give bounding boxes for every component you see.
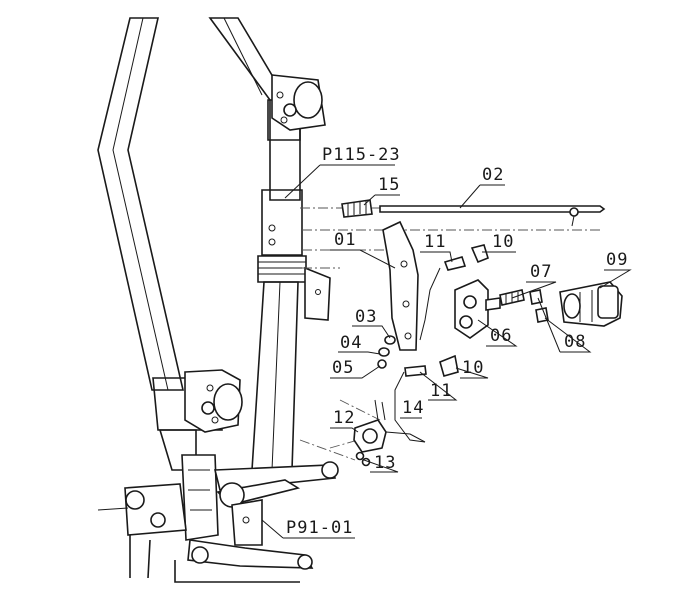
part-09-actuator <box>559 281 623 327</box>
callout-11-bottom: 11 <box>430 381 452 401</box>
callout-04: 04 <box>340 333 362 353</box>
callout-03: 03 <box>355 307 377 327</box>
part-06-valve-block <box>454 279 501 339</box>
part-03-04-05-hardware <box>377 335 396 369</box>
callout-02: 02 <box>482 165 504 185</box>
part-12-14-fitting <box>353 399 426 453</box>
part-11-bottom-hose <box>394 365 427 443</box>
callout-10-bottom: 10 <box>462 358 484 378</box>
part-11-top-fitting <box>419 256 467 341</box>
callout-05: 05 <box>332 358 354 378</box>
part-10-top-elbow <box>470 244 489 264</box>
callout-13: 13 <box>374 453 396 473</box>
callout-08: 08 <box>564 332 586 352</box>
lower-steering-assembly <box>97 454 339 583</box>
callout-p115-23: P115-23 <box>322 145 401 165</box>
callout-14: 14 <box>402 398 424 418</box>
callout-10-top: 10 <box>492 232 514 252</box>
callout-01: 01 <box>334 230 356 250</box>
part-13-nuts <box>355 451 371 467</box>
callout-p91-01: P91-01 <box>286 518 353 538</box>
callout-12: 12 <box>333 408 355 428</box>
part-02-shaft <box>379 205 606 227</box>
callout-07: 07 <box>530 262 552 282</box>
callout-09: 09 <box>606 250 628 270</box>
callout-11-top: 11 <box>424 232 446 252</box>
part-01-bracket <box>382 220 419 351</box>
callout-06: 06 <box>490 326 512 346</box>
part-10-bottom-elbow <box>439 354 459 377</box>
frame-tube-right <box>208 17 331 471</box>
leader-lines <box>261 164 632 539</box>
lower-clamp <box>184 369 243 433</box>
part-15-rod-end <box>341 199 373 218</box>
callout-15: 15 <box>378 175 400 195</box>
